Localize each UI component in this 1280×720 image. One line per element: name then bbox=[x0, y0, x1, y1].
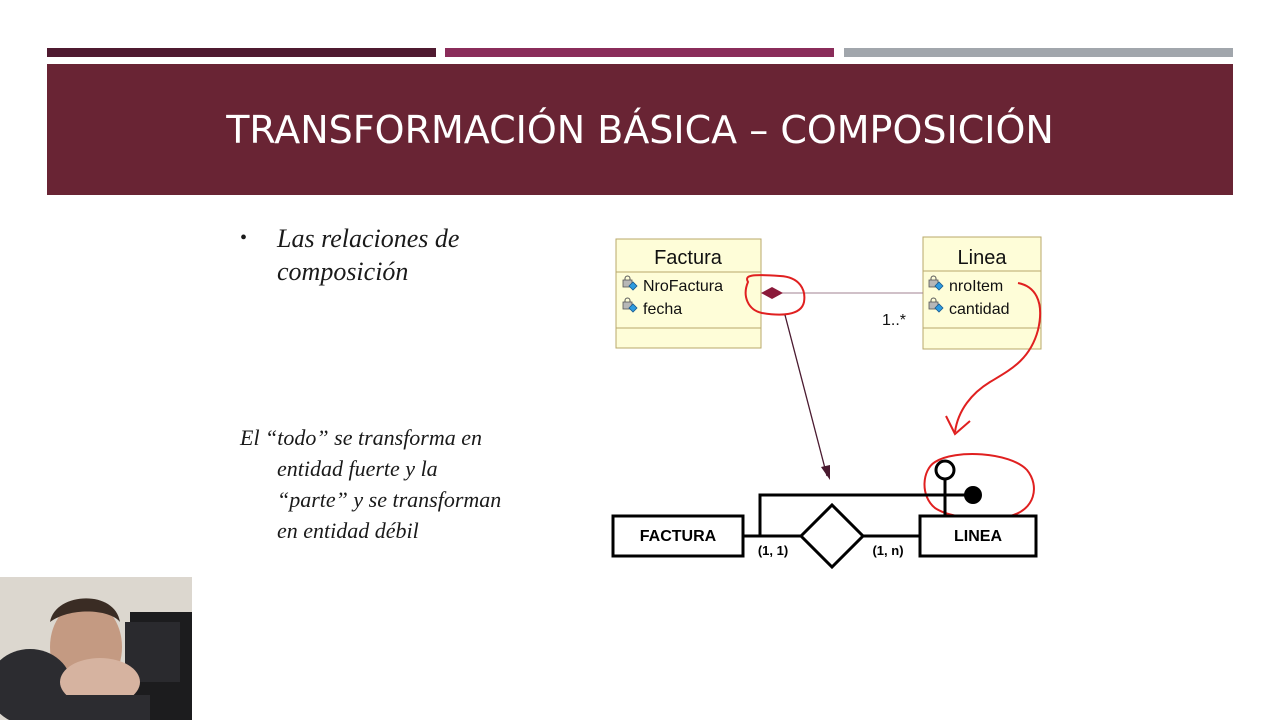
presenter-video-icon bbox=[0, 577, 192, 720]
bullet-text: Las relaciones de composición bbox=[277, 224, 460, 286]
slide-title: TRANSFORMACIÓN BÁSICA – COMPOSICIÓN bbox=[226, 107, 1054, 152]
accent-bar-gray bbox=[844, 48, 1233, 57]
bullet-item: • Las relaciones de composición bbox=[240, 222, 570, 288]
er-diagram: FACTURA LINEA (1, 1) (1, n) bbox=[611, 459, 1038, 570]
annotation-arrow bbox=[954, 282, 1042, 433]
paragraph-line: en entidad débil bbox=[277, 518, 419, 543]
transformation-arrow bbox=[784, 314, 828, 477]
webcam-overlay bbox=[0, 577, 192, 720]
cardinality-label: (1, 1) bbox=[758, 543, 788, 558]
uml-class-linea: Linea nroItem cantidad bbox=[922, 236, 1042, 350]
annotation-arrowhead-icon bbox=[945, 415, 971, 436]
transformation-arrowhead-icon bbox=[821, 465, 830, 480]
annotation-circle-diamond bbox=[744, 274, 806, 316]
multiplicity-label: 1..* bbox=[882, 312, 906, 329]
accent-bar-dark bbox=[47, 48, 436, 57]
er-entity-factura bbox=[611, 514, 745, 558]
composition-diamond-icon bbox=[761, 287, 783, 299]
uml-attribute: NroFactura bbox=[643, 278, 723, 295]
er-entity-label: LINEA bbox=[954, 528, 1002, 545]
er-relationship-diamond bbox=[798, 502, 866, 570]
identifier-filled-circle-icon bbox=[964, 486, 982, 504]
uml-attribute: fecha bbox=[643, 301, 682, 318]
uml-attribute: nroItem bbox=[949, 278, 1003, 295]
attribute-empty-circle-icon bbox=[934, 459, 956, 481]
uml-class-name: Linea bbox=[958, 247, 1008, 269]
bullet-dot-icon: • bbox=[240, 227, 248, 249]
uml-attribute: cantidad bbox=[949, 301, 1010, 318]
cardinality-label: (1, n) bbox=[872, 543, 903, 558]
paragraph-line: entidad fuerte y la bbox=[277, 456, 438, 481]
explanation-paragraph: El “todo” se transforma en entidad fuert… bbox=[240, 422, 570, 546]
accent-bar-magenta bbox=[445, 48, 834, 57]
title-band: TRANSFORMACIÓN BÁSICA – COMPOSICIÓN bbox=[47, 64, 1233, 195]
uml-class-factura: Factura NroFactura fecha bbox=[615, 238, 762, 349]
er-identifier-line bbox=[758, 493, 972, 536]
uml-class-name: Factura bbox=[654, 247, 723, 269]
paragraph-line: “parte” y se transforman bbox=[277, 487, 502, 512]
paragraph-line: El “todo” se transforma en bbox=[240, 425, 483, 450]
er-entity-label: FACTURA bbox=[640, 528, 717, 545]
